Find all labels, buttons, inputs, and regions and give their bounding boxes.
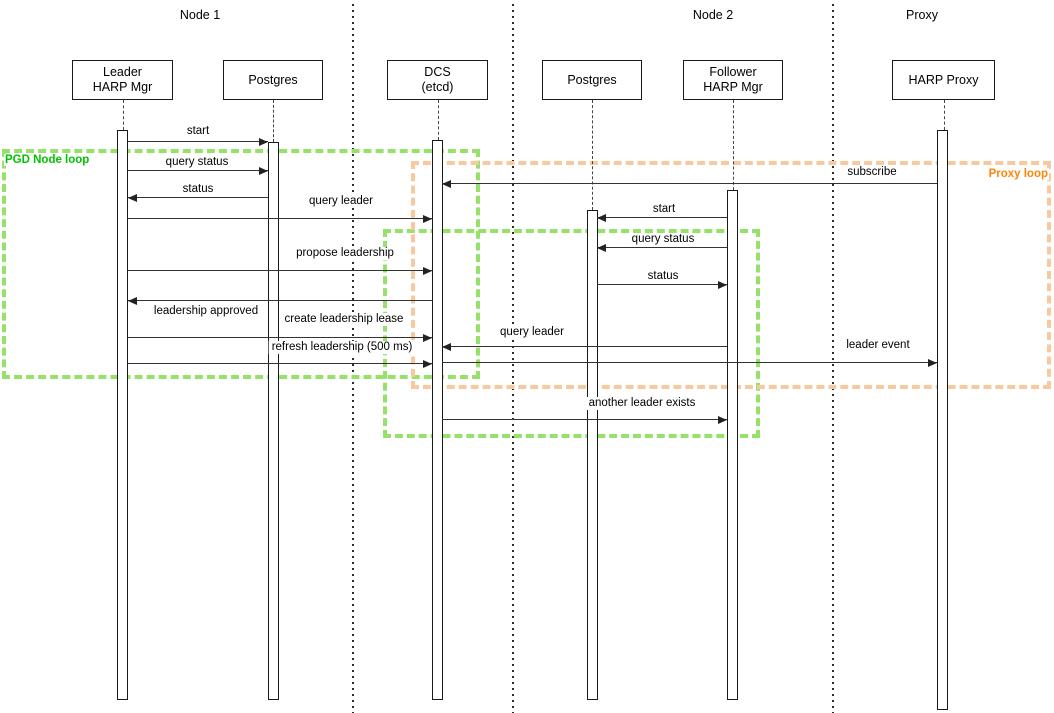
message-label-status-node1: status — [179, 183, 217, 196]
arrowhead-status-node2 — [718, 280, 727, 289]
message-line-query-leader-follower — [442, 346, 727, 347]
proxy-loop-label: Proxy loop — [987, 168, 1049, 180]
message-label-query-status-node2: query status — [628, 233, 698, 246]
message-label-propose-leadership: propose leadership — [293, 247, 397, 260]
actor-box-postgres-node1: Postgres — [223, 60, 323, 100]
lane-separator — [352, 4, 354, 713]
message-line-another-leader-exists — [442, 419, 727, 420]
lane-separator — [512, 4, 514, 713]
activation-bar-postgres-node2 — [587, 210, 598, 700]
follower-inner-loop-frame — [383, 229, 760, 438]
lane-label: Node 2 — [692, 8, 734, 22]
lane-label: Node 1 — [179, 8, 221, 22]
lifeline-leader-harp-mgr — [122, 100, 124, 130]
actor-label: Follower — [709, 65, 757, 79]
arrowhead-leader-event — [928, 358, 937, 367]
message-label-status-node2: status — [644, 270, 682, 283]
message-label-leader-event: leader event — [843, 339, 913, 352]
actor-box-postgres-node2: Postgres — [542, 60, 642, 100]
message-line-status-node2 — [597, 284, 727, 285]
arrowhead-start-node2 — [597, 213, 606, 222]
message-line-start-node2 — [597, 217, 727, 218]
message-line-leadership-approved — [128, 300, 432, 301]
arrowhead-create-leadership-lease — [423, 333, 432, 342]
message-line-leader-event — [442, 362, 937, 363]
arrowhead-another-leader-exists — [718, 415, 727, 424]
actor-label: HARP Mgr — [92, 80, 153, 94]
activation-bar-harp-proxy — [937, 130, 948, 710]
actor-box-dcs-etcd: DCS(etcd) — [387, 60, 488, 100]
message-label-query-status-node1: query status — [162, 156, 232, 169]
message-label-query-leader-follower: query leader — [497, 326, 567, 339]
message-line-propose-leadership — [128, 270, 432, 271]
lifeline-follower-harp-mgr — [733, 100, 734, 190]
arrowhead-propose-leadership — [423, 266, 432, 275]
arrowhead-status-node1 — [128, 193, 137, 202]
actor-label: Postgres — [248, 72, 298, 87]
lane-separator — [832, 4, 834, 713]
activation-bar-leader-harp-mgr — [117, 130, 128, 700]
arrowhead-query-leader-follower — [442, 342, 451, 351]
message-label-subscribe: subscribe — [844, 166, 900, 179]
message-line-query-status-node1 — [128, 170, 268, 171]
arrowhead-subscribe — [442, 179, 451, 188]
arrowhead-query-status-node2 — [597, 243, 606, 252]
lifeline-postgres-node1 — [273, 100, 274, 142]
message-label-start-node2: start — [649, 203, 679, 216]
arrowhead-refresh-leadership — [423, 359, 432, 368]
activation-bar-follower-harp-mgr — [727, 190, 738, 700]
actor-label: (etcd) — [421, 80, 454, 94]
pgd-node-loop-frame — [2, 149, 480, 379]
lane-label: Proxy — [906, 8, 938, 22]
message-line-query-leader-node1 — [128, 218, 432, 219]
message-label-refresh-leadership: refresh leadership (500 ms) — [268, 341, 416, 354]
message-line-refresh-leadership — [128, 363, 432, 364]
message-label-leadership-approved: leadership approved — [150, 305, 262, 318]
message-label-create-leadership-lease: create leadership lease — [281, 313, 407, 326]
arrowhead-query-leader-node1 — [423, 214, 432, 223]
message-line-query-status-node2 — [597, 247, 727, 248]
arrowhead-leadership-approved — [128, 296, 137, 305]
message-line-subscribe — [442, 183, 937, 184]
arrowhead-query-status-node1 — [259, 166, 268, 175]
actor-label: Leader — [103, 65, 142, 79]
arrowhead-start-node1 — [259, 137, 268, 146]
actor-label: HARP Mgr — [703, 80, 763, 94]
actor-label: Postgres — [567, 72, 617, 87]
message-line-create-leadership-lease — [128, 337, 432, 338]
lifeline-dcs-etcd — [437, 100, 439, 140]
message-label-query-leader-node1: query leader — [306, 195, 376, 208]
actor-label: HARP Proxy — [908, 72, 979, 87]
lifeline-harp-proxy — [943, 100, 945, 130]
message-line-status-node1 — [128, 197, 268, 198]
activation-bar-postgres-node1 — [268, 142, 279, 700]
actor-box-harp-proxy: HARP Proxy — [892, 60, 995, 100]
message-label-start-node1: start — [183, 125, 213, 138]
lifeline-postgres-node2 — [592, 100, 593, 210]
pgd-node-loop-label: PGD Node loop — [4, 154, 91, 166]
activation-bar-dcs-etcd — [432, 140, 443, 700]
message-line-start-node1 — [128, 141, 268, 142]
message-label-another-leader-exists: another leader exists — [585, 397, 699, 410]
actor-label: DCS — [424, 65, 451, 79]
